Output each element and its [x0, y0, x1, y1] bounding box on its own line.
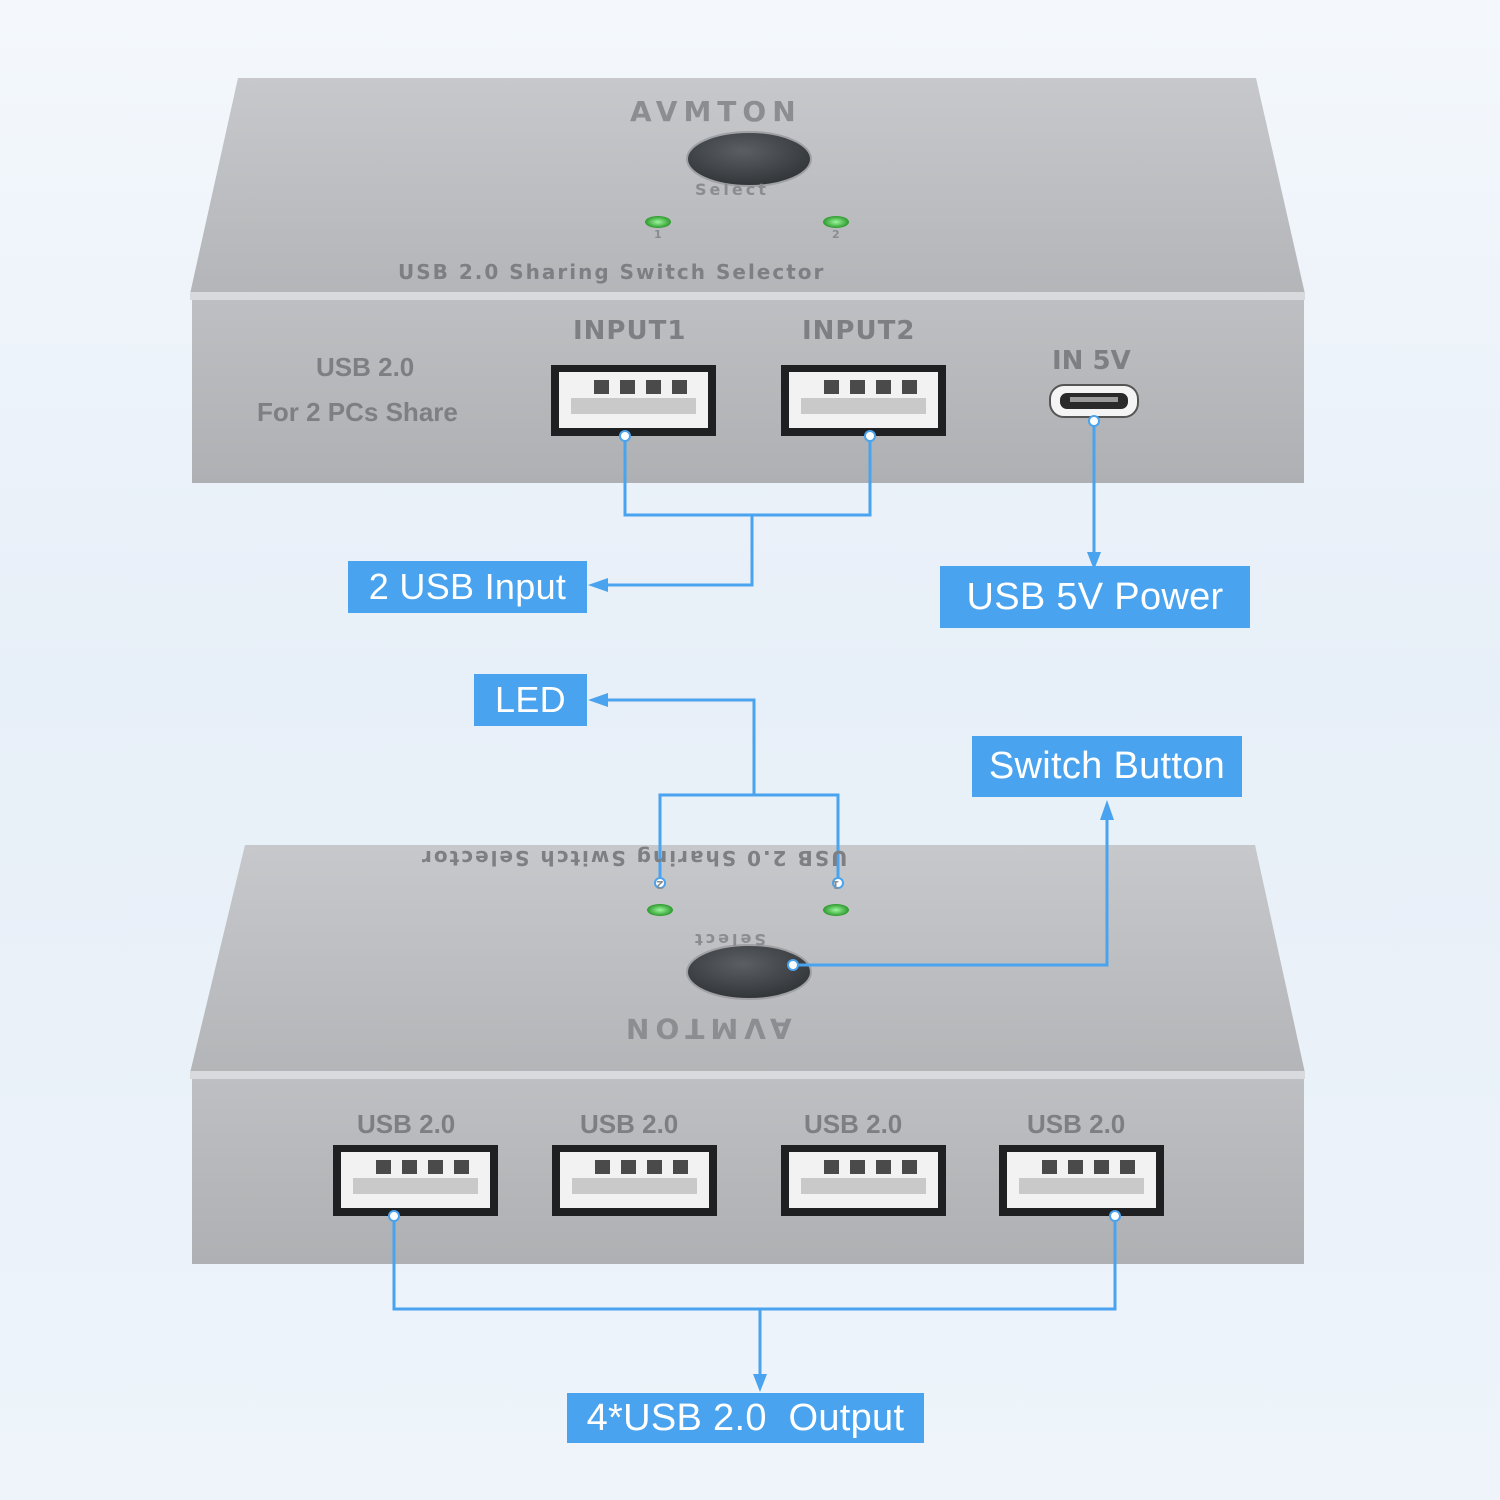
output-port-1-label: USB 2.0 — [357, 1109, 456, 1139]
output-leader-bracket — [392, 1216, 1117, 1311]
led-arrowhead — [588, 693, 608, 707]
output-arrowhead — [753, 1374, 767, 1392]
input-arrowhead — [588, 578, 608, 592]
leader-arrowheads — [588, 552, 1114, 1392]
input2-port[interactable] — [781, 365, 946, 436]
top-device — [190, 78, 1305, 483]
bottom-led-1-label: 1 — [832, 878, 840, 891]
top-select-button[interactable] — [686, 131, 812, 187]
output-port-3-label: USB 2.0 — [804, 1109, 903, 1139]
bottom-device-title: USB 2.0 Sharing Switch Selector — [420, 846, 848, 870]
input1-port[interactable] — [551, 365, 716, 436]
bottom-led-1 — [823, 904, 849, 916]
switch-arrowhead — [1100, 800, 1114, 820]
input-leader-arrow-line — [596, 515, 754, 587]
output-callout: 4*USB 2.0 Output — [567, 1393, 924, 1443]
output-port-4-label: USB 2.0 — [1027, 1109, 1126, 1139]
output-port-1[interactable] — [333, 1145, 498, 1216]
power-port-label: IN 5V — [1052, 346, 1131, 376]
input2-label: INPUT2 — [802, 316, 916, 346]
top-side-text-1: USB 2.0 — [316, 352, 415, 382]
usb-input-callout: 2 USB Input — [348, 561, 587, 613]
output-port-2[interactable] — [552, 1145, 717, 1216]
led-leader-arrow-line — [596, 698, 756, 795]
bottom-select-label: Select — [692, 930, 766, 949]
top-select-label: Select — [695, 180, 769, 199]
bottom-led-2-label: 2 — [656, 878, 664, 891]
output-port-3[interactable] — [781, 1145, 946, 1216]
bottom-select-button[interactable] — [686, 944, 812, 1000]
output-port-4[interactable] — [999, 1145, 1164, 1216]
top-led-2-label: 2 — [832, 228, 840, 241]
top-device-front-face — [192, 300, 1304, 483]
leader-dots — [388, 415, 1121, 1222]
top-device-edge — [190, 292, 1305, 300]
led-leader-bracket — [658, 793, 840, 883]
input1-label: INPUT1 — [573, 316, 687, 346]
top-brand-logo: AVMTON — [630, 95, 802, 128]
bottom-brand-logo: AVMTON — [620, 1012, 792, 1045]
switch-leader-line — [793, 808, 1109, 967]
top-led-1-label: 1 — [654, 228, 662, 241]
top-led-2 — [823, 216, 849, 228]
top-device-title: USB 2.0 Sharing Switch Selector — [398, 260, 826, 284]
top-led-1 — [645, 216, 671, 228]
input-leader-bracket — [623, 436, 872, 517]
power-arrowhead — [1087, 552, 1101, 570]
bottom-device-edge — [190, 1071, 1305, 1079]
output-port-2-label: USB 2.0 — [580, 1109, 679, 1139]
bottom-led-2 — [647, 904, 673, 916]
leader-lines — [392, 421, 1117, 1385]
top-side-text-2: For 2 PCs Share — [257, 397, 458, 427]
bottom-device — [190, 845, 1305, 1264]
led-callout: LED — [474, 674, 587, 726]
switch-button-callout: Switch Button — [972, 736, 1242, 797]
usb-power-callout: USB 5V Power — [940, 566, 1250, 628]
micro-usb-power-port[interactable] — [1049, 384, 1139, 418]
